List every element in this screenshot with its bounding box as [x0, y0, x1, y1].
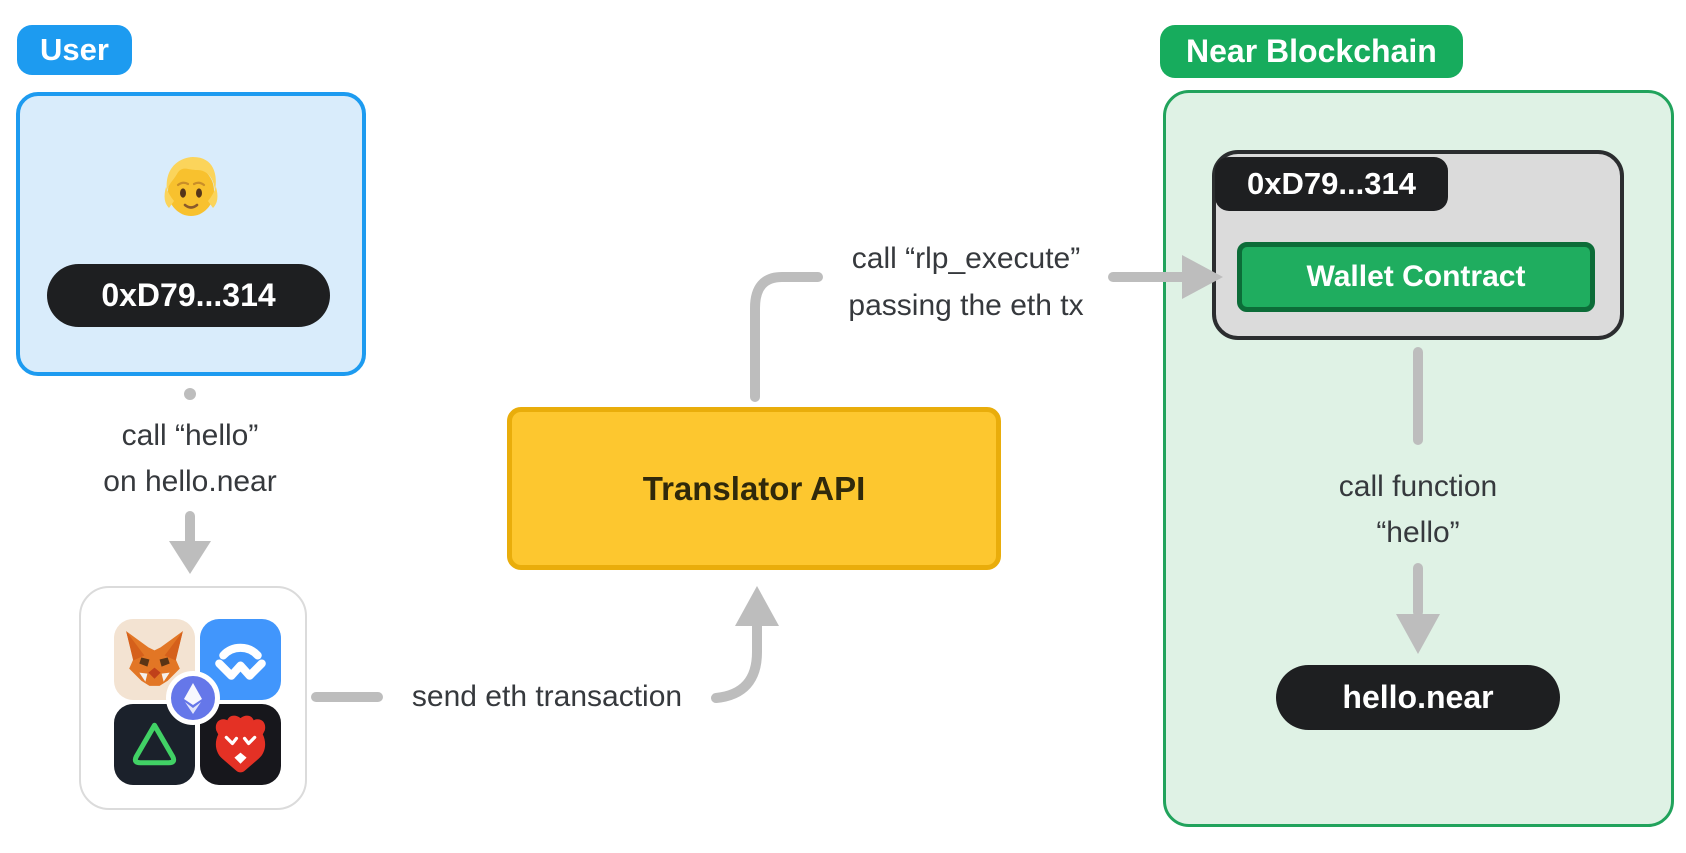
user-to-wallets-arrowhead — [169, 541, 211, 574]
near-blockchain-badge: Near Blockchain — [1160, 25, 1463, 78]
brave-icon — [200, 704, 281, 785]
wallets-box — [79, 586, 307, 810]
send-eth-transaction-label: send eth transaction — [411, 680, 683, 713]
dot-connector — [184, 388, 196, 400]
rlp-execute-label: call “rlp_execute” passing the eth tx — [805, 235, 1127, 329]
call-hello-label: call “hello” on hello.near — [30, 413, 350, 505]
translator-api-box: Translator API — [507, 407, 1001, 570]
send-to-translator-curve — [711, 619, 762, 703]
hello-near-pill: hello.near — [1276, 665, 1560, 730]
call-function-line1: call function — [1338, 470, 1498, 503]
contract-address-pill: 0xD79...314 — [1215, 157, 1448, 211]
call-hello-line2: on hello.near — [103, 465, 277, 498]
call-function-label: call function “hello” — [1268, 464, 1568, 556]
call-hello-line1: call “hello” — [121, 419, 259, 452]
user-box — [16, 92, 366, 376]
user-address-pill: 0xD79...314 — [47, 264, 330, 327]
rlp-execute-line1: call “rlp_execute” — [851, 242, 1081, 275]
wallet-contract-button: Wallet Contract — [1237, 242, 1595, 312]
metamask-icon — [114, 619, 195, 700]
person-icon — [164, 157, 218, 216]
send-to-translator-arrowhead — [735, 586, 779, 626]
rlp-execute-line2: passing the eth tx — [848, 289, 1084, 322]
near-blockchain-box: 0xD79...314 Wallet Contract call functio… — [1163, 90, 1674, 827]
user-badge: User — [17, 25, 132, 75]
call-function-line2: “hello” — [1376, 516, 1460, 549]
ethereum-icon — [166, 671, 220, 725]
